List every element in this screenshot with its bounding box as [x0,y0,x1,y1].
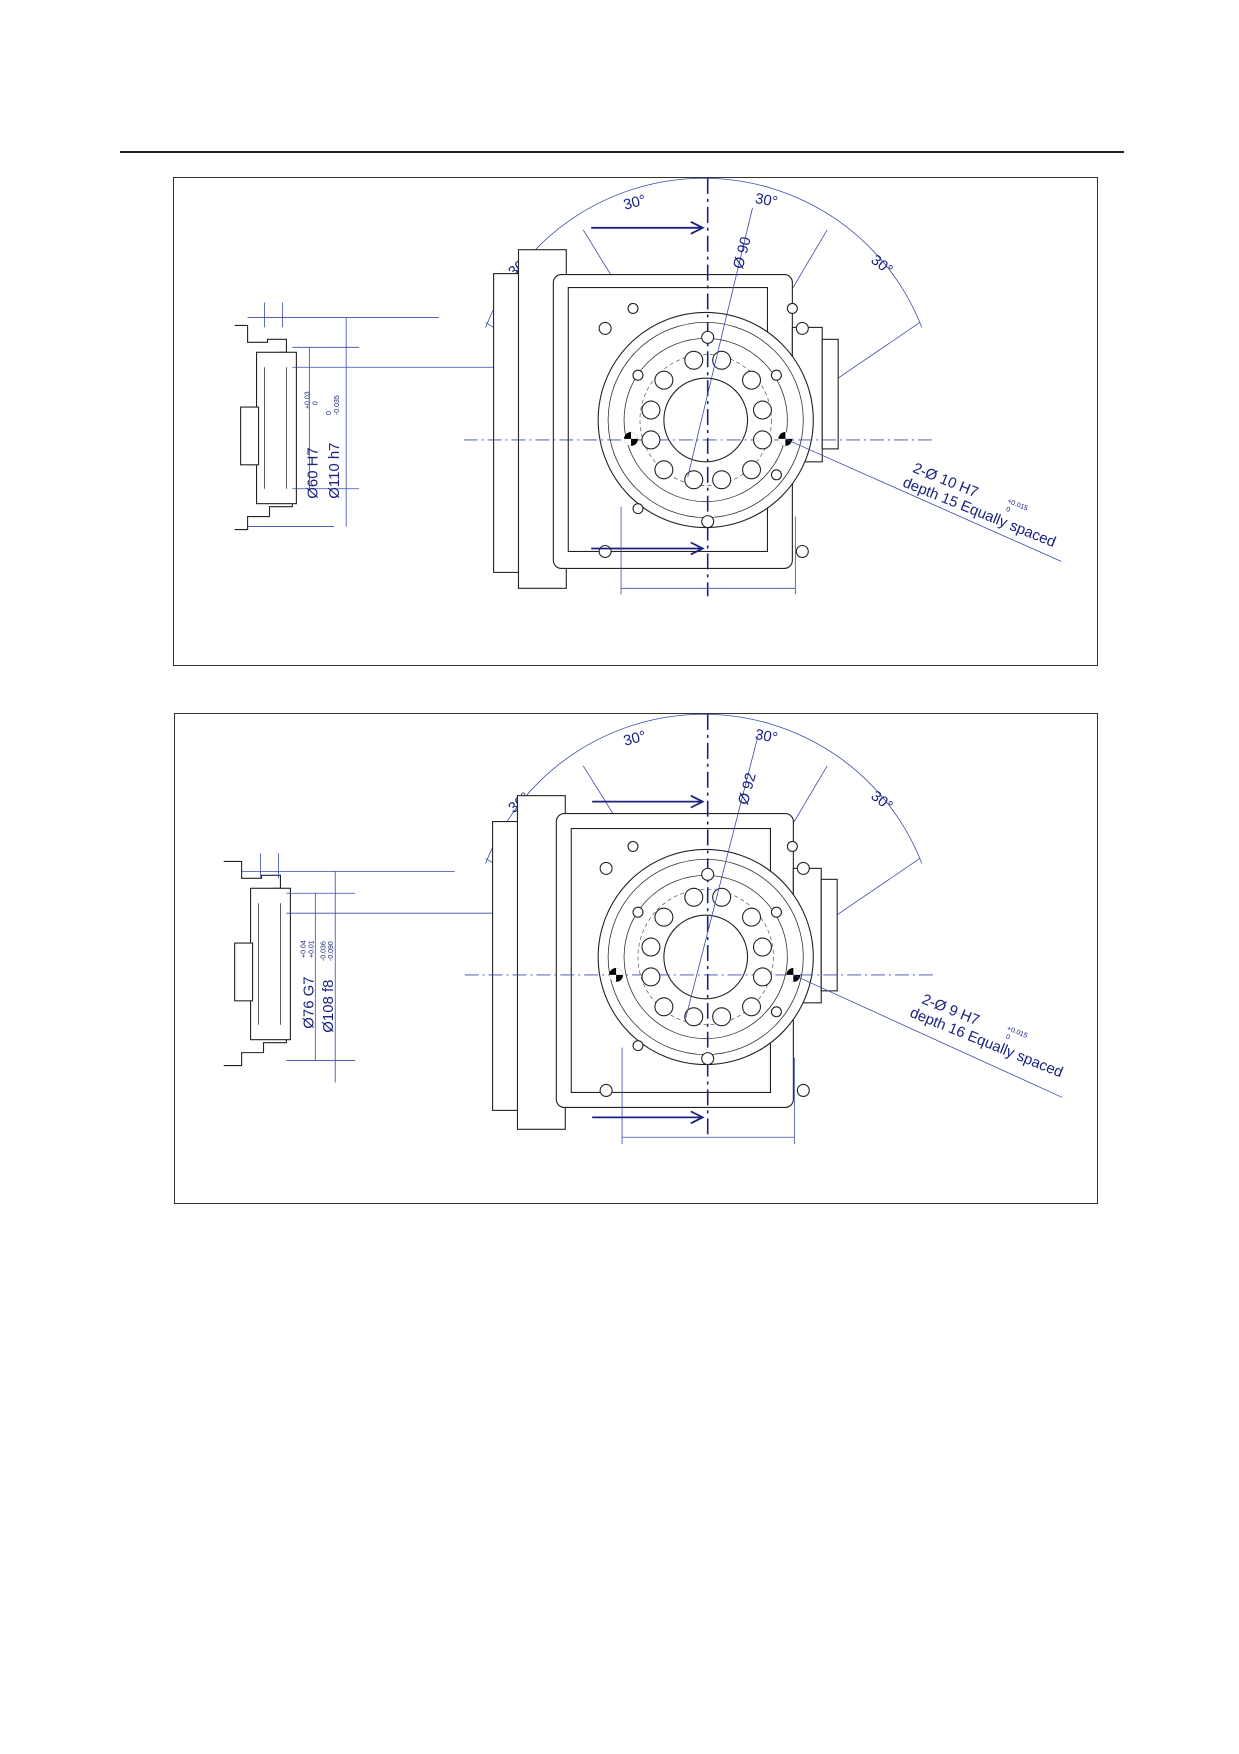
side-dim-bore: Ø60 H7 [304,447,321,498]
side-dim-outer: Ø110 h7 [326,443,343,499]
side-dim-outer: Ø108 f8 [320,980,337,1033]
svg-text:+0.01: +0.01 [308,940,315,958]
svg-text:0: 0 [1005,506,1011,514]
svg-text:0: 0 [326,411,333,415]
svg-text:-0.035: -0.035 [334,395,341,415]
dowel-pin-marks [624,431,793,446]
angle-label-top-right: 30° [754,726,779,747]
svg-text:0: 0 [1005,1033,1011,1041]
svg-text:0: 0 [312,401,319,405]
svg-text:depth 16 Equally spaced: depth 16 Equally spaced [907,1004,1065,1081]
bolt-ring [599,840,810,1097]
angle-label-top-left: 30° [622,727,648,749]
pcd-label: Ø 90 [730,235,755,271]
pcd-leader [685,733,759,1018]
angle-label-right: 30° [868,787,896,814]
angle-label-top-left: 30° [622,191,648,213]
side-view: Ø76 G7 +0.04 +0.01 Ø108 f8 -0.036 -0.090 [223,853,500,1083]
drawing-svg-1: 30° 30° 30° 30° Ø60 H7 +0.03 0 Ø110 h7 0… [234,177,1062,597]
top-rule [120,151,1124,153]
drawing-svg-2: 30° 30° 30° 30° Ø76 G7 +0.04 +0.01 Ø108 … [223,713,1065,1145]
drawing-frame-1: 30° 30° 30° 30° Ø60 H7 +0.03 0 Ø110 h7 0… [173,177,1098,666]
pin-note-leader [785,438,1062,562]
front-view [463,178,1062,597]
drawing-frame-2: 30° 30° 30° 30° Ø76 G7 +0.04 +0.01 Ø108 … [174,713,1098,1204]
svg-text:-0.036: -0.036 [320,941,327,961]
dowel-pin-marks [609,967,801,982]
pin-note: 2-Ø 9 H7 +0.015 0 depth 16 Equally space… [907,991,1065,1081]
pcd-label: Ø 92 [735,771,760,807]
side-dim-bore: Ø76 G7 [300,976,317,1028]
angle-arc [485,713,923,864]
angle-label-top-right: 30° [754,190,779,211]
svg-text:+0.03: +0.03 [304,391,311,409]
angle-label-right: 30° [868,251,896,278]
pcd-leader [687,207,753,477]
front-view [464,714,1063,1145]
side-view: Ø60 H7 +0.03 0 Ø110 h7 0 -0.035 [234,302,494,531]
pin-note-leader [793,974,1063,1098]
bolt-ring [598,302,809,558]
svg-text:+0.04: +0.04 [300,940,307,958]
svg-text:-0.090: -0.090 [328,941,335,961]
pin-note: 2-Ø 10 H7 +0.015 0 depth 15 Equally spac… [900,460,1058,551]
